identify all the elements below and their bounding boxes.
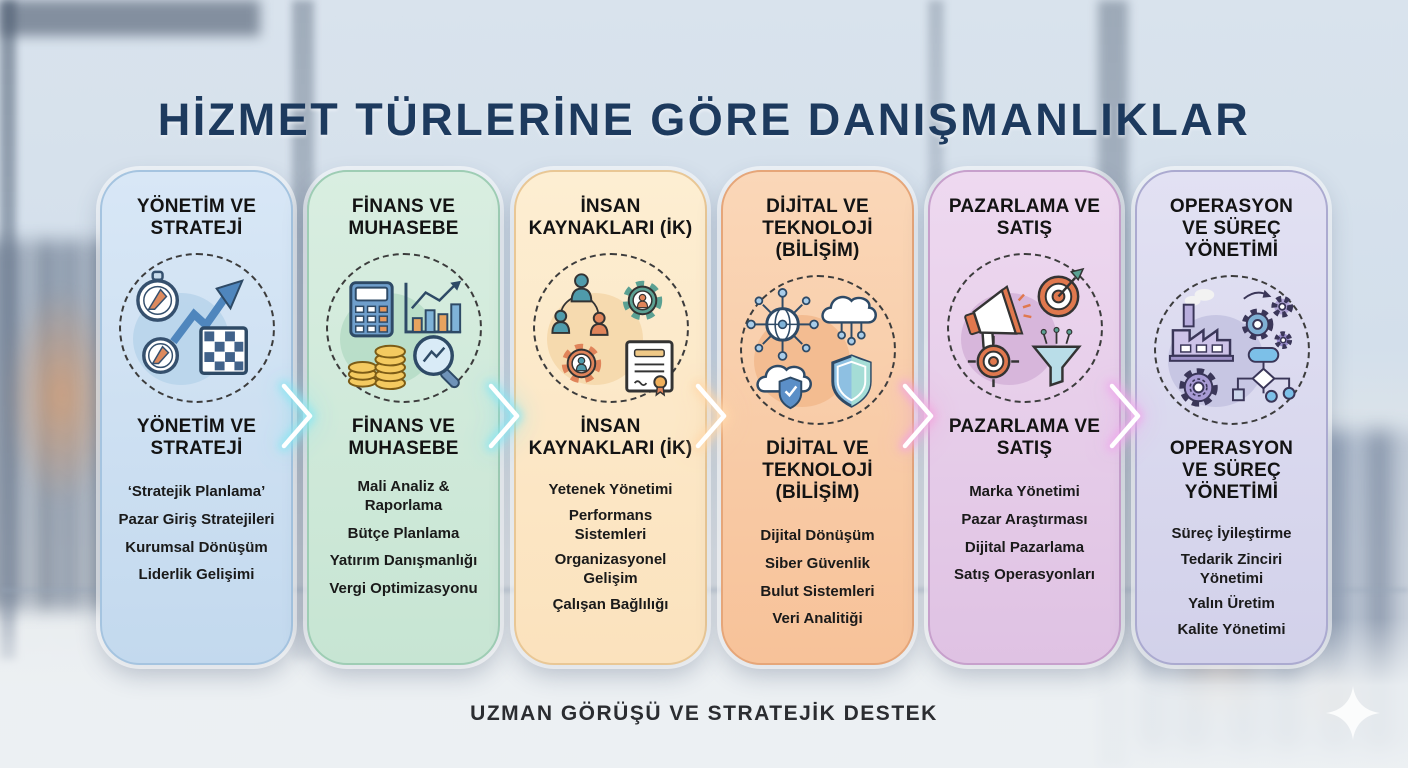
card-finans-ve-muhasebe: FİNANS VE MUHASEBE	[307, 170, 500, 665]
card-subheader: PAZARLAMA VE SATIŞ	[948, 416, 1101, 460]
network-cloud-shield-icon	[745, 288, 877, 410]
list-item: Bulut Sistemleri	[760, 582, 875, 600]
list-item: Siber Güvenlik	[764, 554, 871, 572]
card-subheader: FİNANS VE MUHASEBE	[348, 416, 459, 460]
people-gears-certificate-icon	[550, 273, 674, 397]
card-header: FİNANS VE MUHASEBE	[348, 196, 459, 240]
card-yonetim-ve-strateji: YÖNETİM VE STRATEJİ	[100, 170, 293, 665]
list-item: ‘Stratejik Planlama’	[127, 483, 266, 501]
list-item: Pazar Giriş Stratejileri	[118, 510, 275, 528]
service-list: Mali Analiz & Raporlama Bütçe Planlama Y…	[329, 474, 477, 608]
card-header: OPERASYON VE SÜREÇ YÖNETİMİ	[1169, 196, 1294, 262]
dashed-circle	[1153, 275, 1310, 426]
flow-arrow-icon	[278, 380, 322, 452]
service-list: Yetenek Yönetimi Performans Sistemleri O…	[543, 474, 678, 622]
window-frame-top	[0, 0, 260, 36]
list-item: Performans Sistemleri	[568, 506, 653, 543]
list-item: Pazar Araştırması	[961, 510, 1088, 528]
list-item: Yetenek Yönetimi	[548, 481, 673, 499]
cards-row: YÖNETİM VE STRATEJİ	[100, 170, 1328, 665]
list-item: Mali Analiz & Raporlama	[357, 478, 450, 514]
list-item: Vergi Optimizasyonu	[329, 580, 478, 598]
dashed-circle	[325, 253, 482, 404]
service-list: Marka Yönetimi Pazar Araştırması Dijital…	[954, 474, 1095, 594]
dashed-circle	[946, 253, 1103, 404]
list-item: Süreç İyileştirme	[1171, 525, 1292, 543]
flow-arrow-icon	[485, 380, 529, 452]
flow-arrow-icon	[1106, 380, 1150, 452]
list-item: Yalın Üretim	[1188, 595, 1275, 613]
page-title: HİZMET TÜRLERİNE GÖRE DANIŞMANLIKLAR	[157, 94, 1251, 146]
service-list: Dijital Dönüşüm Siber Güvenlik Bulut Sis…	[760, 518, 874, 638]
list-item: Çalışan Bağlılığı	[552, 595, 669, 613]
card-subheader: OPERASYON VE SÜREÇ YÖNETİMİ	[1169, 438, 1294, 504]
service-list: Süreç İyileştirme Tedarik Zinciri Yöneti…	[1171, 518, 1293, 647]
dashed-circle	[739, 275, 896, 426]
card-insan-kaynaklari: İNSAN KAYNAKLARI (İK)	[514, 170, 707, 665]
card-pazarlama-ve-satis: PAZARLAMA VE SATIŞ	[928, 170, 1121, 665]
dashed-circle	[118, 253, 275, 404]
flow-arrow-icon	[692, 380, 736, 452]
list-item: Kalite Yönetimi	[1177, 621, 1286, 639]
compass-growth-chessboard-icon	[135, 270, 248, 376]
flow-arrow-icon	[899, 380, 943, 452]
list-item: Kurumsal Dönüşüm	[125, 538, 268, 556]
card-subheader: DİJİTAL VE TEKNOLOJİ (BİLİŞİM)	[762, 438, 873, 504]
card-header: PAZARLAMA VE SATIŞ	[948, 196, 1101, 240]
card-dijital-ve-teknoloji: DİJİTAL VE TEKNOLOJİ (BİLİŞİM)	[721, 170, 914, 665]
list-item: Dijital Dönüşüm	[760, 527, 875, 545]
list-item: Organizasyonel Gelişim	[554, 551, 667, 588]
card-header: DİJİTAL VE TEKNOLOJİ (BİLİŞİM)	[762, 196, 873, 262]
list-item: Satış Operasyonları	[954, 566, 1095, 584]
card-subheader: İNSAN KAYNAKLARI (İK)	[528, 416, 693, 460]
list-item: Marka Yönetimi	[969, 483, 1080, 501]
list-item: Liderlik Gelişimi	[138, 566, 255, 584]
sparkle-icon	[1324, 684, 1382, 747]
card-header: YÖNETİM VE STRATEJİ	[136, 196, 257, 240]
card-header: İNSAN KAYNAKLARI (İK)	[528, 196, 693, 240]
list-item: Dijital Pazarlama	[964, 538, 1085, 556]
list-item: Bütçe Planlama	[347, 524, 460, 542]
calculator-coins-chart-icon	[347, 280, 461, 391]
service-list: ‘Stratejik Planlama’ Pazar Giriş Stratej…	[119, 474, 275, 594]
list-item: Veri Analitiği	[772, 610, 863, 628]
card-operasyon-ve-surec: OPERASYON VE SÜREÇ YÖNETİMİ	[1135, 170, 1328, 665]
factory-gears-flowchart-icon	[1168, 289, 1296, 407]
list-item: Tedarik Zinciri Yönetimi	[1180, 550, 1283, 587]
list-item: Yatırım Danışmanlığı	[329, 552, 478, 570]
footer-tagline: UZMAN GÖRÜŞÜ VE STRATEJİK DESTEK	[470, 702, 938, 725]
card-subheader: YÖNETİM VE STRATEJİ	[136, 416, 257, 460]
megaphone-target-funnel-icon	[963, 267, 1084, 388]
dashed-circle	[532, 253, 689, 404]
